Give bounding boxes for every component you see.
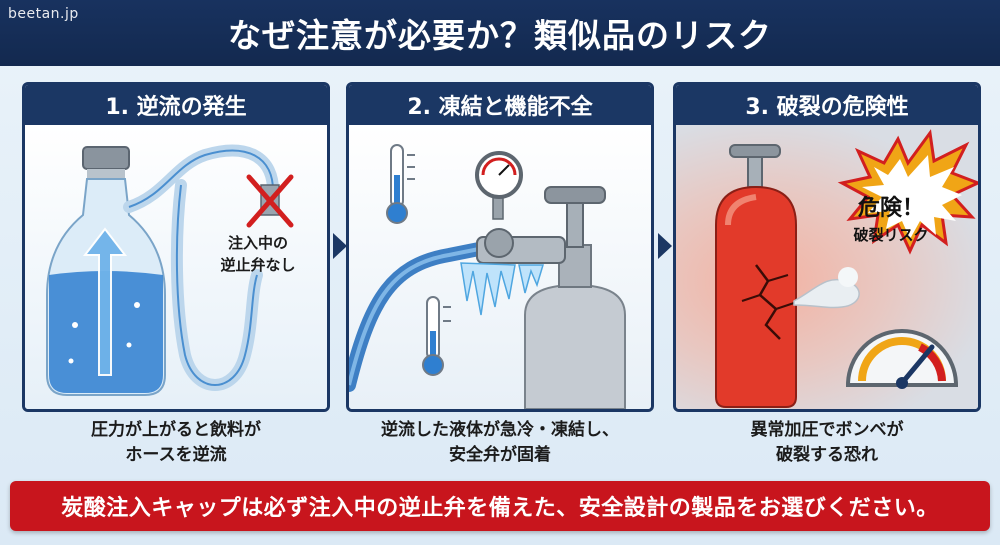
panel-backflow: 1. 逆流の発生 bbox=[22, 82, 330, 412]
caption-line-1: 逆流した液体が急冷・凍結し、 bbox=[381, 420, 619, 440]
caption-line-2: 安全弁が固着 bbox=[449, 445, 551, 465]
regulator-freezing-illustration bbox=[349, 144, 626, 409]
header-banner: なぜ注意が必要か？類似品のリスク bbox=[0, 0, 1000, 66]
caption-line-2: ホースを逆流 bbox=[125, 445, 227, 465]
panel-freezing: 2. 凍結と機能不全 bbox=[346, 82, 654, 412]
cylinder-rupture-illustration bbox=[715, 129, 978, 408]
caption-line-1: 異常加圧でボンベが bbox=[750, 420, 904, 440]
rupture-risk-label: 破裂リスク bbox=[853, 226, 929, 244]
bottle-hose-illustration bbox=[46, 144, 294, 396]
panel-title: 2. 凍結と機能不全 bbox=[349, 85, 651, 125]
panel-illustration bbox=[676, 125, 978, 409]
caption-line-2: 破裂する恐れ bbox=[776, 445, 878, 465]
panel-title: 1. 逆流の発生 bbox=[25, 85, 327, 125]
warning-footer-banner: 炭酸注入キャップは必ず注入中の逆止弁を備えた、安全設計の製品をお選びください。 bbox=[10, 481, 990, 531]
danger-label: 危険！ bbox=[857, 196, 924, 221]
panel-caption: 逆流した液体が急冷・凍結し、 安全弁が固着 bbox=[346, 418, 654, 468]
no-check-valve-note: 注入中の 逆止弁なし bbox=[208, 232, 308, 276]
page-title: なぜ注意が必要か？類似品のリスク bbox=[228, 16, 772, 55]
panel-title: 3. 破裂の危険性 bbox=[676, 85, 978, 125]
note-line-2: 逆止弁なし bbox=[220, 256, 296, 274]
footer-message: 炭酸注入キャップは必ず注入中の逆止弁を備えた、安全設計の製品をお選びください。 bbox=[61, 496, 939, 521]
site-watermark: beetan.jp bbox=[8, 6, 79, 22]
panel-caption: 異常加圧でボンベが 破裂する恐れ bbox=[673, 418, 981, 468]
next-step-arrow-icon bbox=[658, 233, 672, 259]
caption-line-1: 圧力が上がると飲料が bbox=[91, 420, 261, 440]
panel-caption: 圧力が上がると飲料が ホースを逆流 bbox=[22, 418, 330, 468]
note-line-1: 注入中の bbox=[227, 234, 288, 252]
panel-rupture: 3. 破裂の危険性 bbox=[673, 82, 981, 412]
next-step-arrow-icon bbox=[333, 233, 347, 259]
panel-illustration bbox=[349, 125, 651, 409]
panel-illustration bbox=[25, 125, 327, 409]
